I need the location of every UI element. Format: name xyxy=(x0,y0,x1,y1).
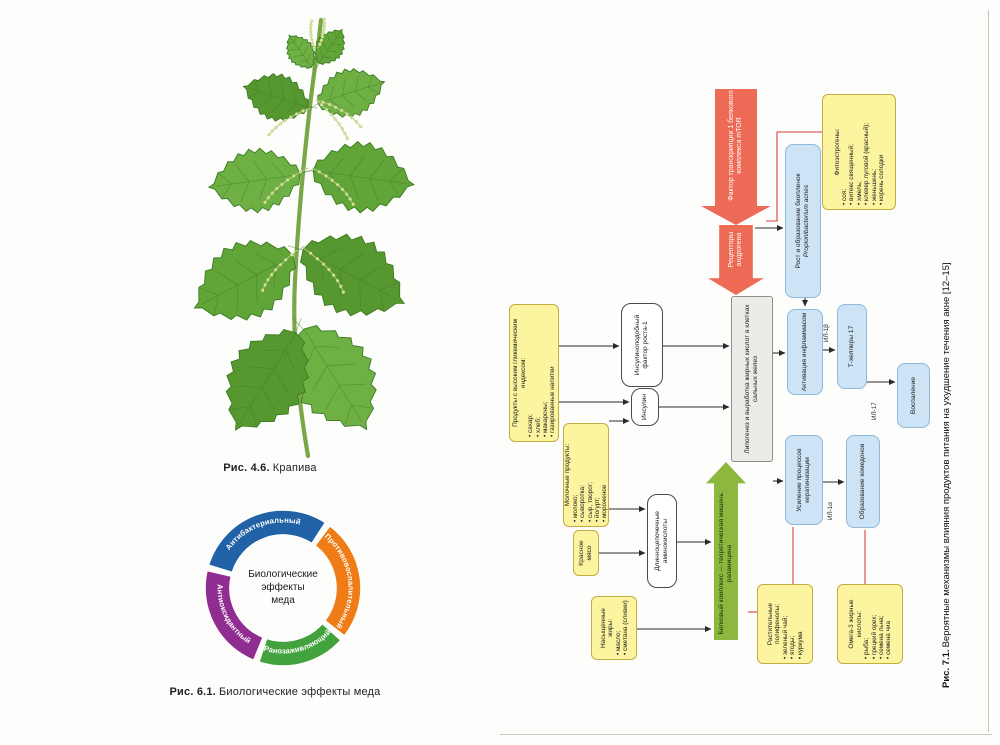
flowchart-connectors xyxy=(559,131,896,632)
donut-segment-antibacterial xyxy=(207,509,327,574)
flow-box-dairy: Молочные продукты:• молоко;• сыворотка;•… xyxy=(563,423,609,527)
donut-segment-wound-healing xyxy=(257,622,343,667)
flow-box-glycemic: Продукты с высоким гликемическим индексо… xyxy=(509,304,559,442)
cytokine-label-il17: ИЛ-17 xyxy=(871,402,878,420)
page-edge-bottom xyxy=(500,734,992,735)
connector-phytoestrogens-androgen xyxy=(766,131,822,222)
figure-caption-6-1: Рис. 6.1.Биологические эффекты меда xyxy=(60,686,490,698)
nettle-flower-catkin xyxy=(315,99,349,141)
nettle-flower-catkin xyxy=(263,167,309,205)
cytokine-label-il1a: ИЛ-1α xyxy=(827,502,834,520)
nettle-flower-catkin xyxy=(315,99,363,129)
donut-segment-anti-inflammatory xyxy=(313,524,362,638)
donut-center-label: Биологические xyxy=(248,569,318,580)
flow-box-polyphenols: Растительные полифенолы:• зеленый чай;• … xyxy=(757,584,813,664)
nettle-flower-catkin xyxy=(317,17,327,49)
rotated-figure-7-1: Рис. 7.1.Вероятные механизмы влияния про… xyxy=(505,82,965,702)
nettle-flower-catkin xyxy=(311,167,355,207)
flow-box-insulin: Инсулин xyxy=(631,388,659,426)
page-edge-right xyxy=(988,10,989,732)
honey-effects-donut: АнтибактериальныйПротивовоспалительныйРа… xyxy=(204,509,362,667)
donut-center-label: эффекты xyxy=(261,581,304,593)
flow-box-lipogenesis: Липогенез и выработка жирных кислот в кл… xyxy=(731,296,773,462)
flow-box-keratinization: Усиление процессов кератинизации xyxy=(785,435,823,525)
cytokine-label-il1b: ИЛ-1β xyxy=(823,324,830,342)
nettle-leaf xyxy=(175,220,318,343)
flow-box-red-meat: Красное мясо xyxy=(573,530,599,576)
flow-box-thelper: Т-хелперы 17 xyxy=(837,304,867,389)
donut-segment-antioxidant xyxy=(204,569,265,662)
figure-label-6-1: Рис. 6.1. xyxy=(169,686,216,698)
nettle-flower-catkin xyxy=(309,19,317,53)
flow-box-omega3: Омега-3 жирные кислоты:• рыба;• грецкий … xyxy=(837,584,903,664)
figure-text-6-1: Биологические эффекты меда xyxy=(219,686,381,698)
flow-box-inflammation: Воспаление xyxy=(897,363,930,428)
figure-label-7-1: Рис. 7.1. xyxy=(941,649,952,688)
figure-caption-7-1: Рис. 7.1.Вероятные механизмы влияния про… xyxy=(941,88,952,688)
flow-box-phytoestrogens: Фитоэстрогены:• соя;• витекс священный;•… xyxy=(822,94,896,210)
acne-flowchart: Рис. 7.1.Вероятные механизмы влияния про… xyxy=(505,82,965,702)
nettle-illustration xyxy=(175,17,424,458)
donut-center-label: меда xyxy=(271,595,295,606)
figure-label-4-6: Рис. 4.6. xyxy=(223,462,270,474)
figure-text-7-1: Вероятные механизмы влияния продуктов пи… xyxy=(941,262,952,648)
nettle-flower-catkin xyxy=(302,247,345,295)
flow-box-inflammasome: Активация инфламмасом xyxy=(787,309,823,395)
flow-box-igf1: Инсулиноподобный фактор роста-1 xyxy=(621,303,663,387)
nettle-flower-catkin xyxy=(267,107,311,137)
nettle-leaf xyxy=(296,134,420,221)
flow-box-saturated-fats: Насыщенные жиры:• масло;• сметана (сливк… xyxy=(591,596,637,660)
figure-text-4-6: Крапива xyxy=(272,462,317,474)
flow-box-comedones: Образование комедонов xyxy=(846,435,880,528)
flow-box-amino: Длинноцепочечные аминокислоты xyxy=(647,494,677,588)
nettle-flower-catkin xyxy=(261,249,299,293)
figure-caption-4-6: Рис. 4.6.Крапива xyxy=(90,462,450,474)
